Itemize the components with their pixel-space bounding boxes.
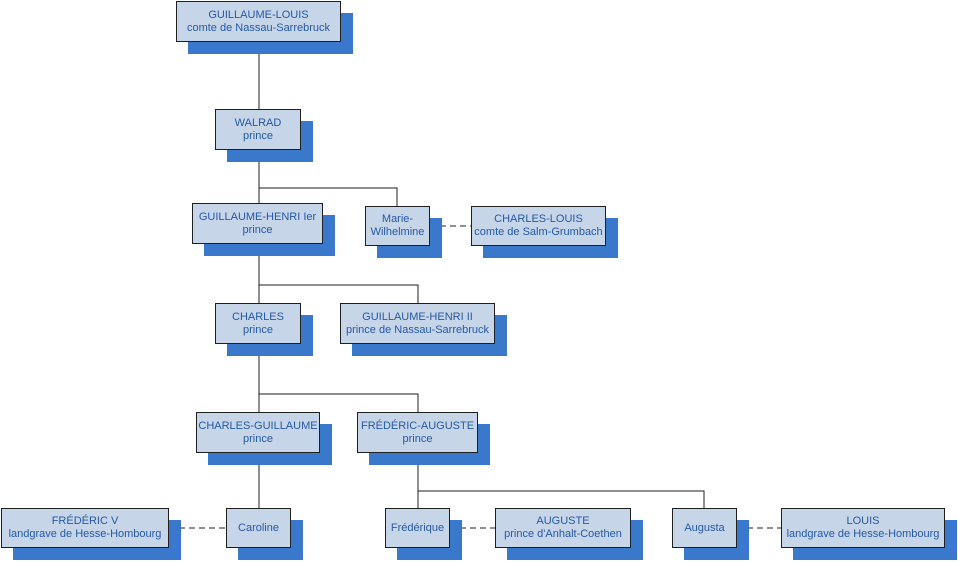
node-title: prince [243,323,273,336]
node-name: Marie- [381,213,414,225]
node-name: AUGUSTE [536,515,590,527]
node-box: GUILLAUME-HENRI II prince de Nassau-Sarr… [340,303,495,344]
node-guillaume-louis: GUILLAUME-LOUIS comte de Nassau-Sarrebru… [176,1,353,54]
node-caroline: Caroline [226,508,303,560]
node-name: GUILLAUME-HENRI II [362,310,473,323]
node-louis: LOUIS landgrave de Hesse-Hombourg [781,508,957,560]
node-name: FRÉDÉRIC V [51,515,119,527]
node-box: Frédérique [385,508,450,548]
node-title: prince [402,432,433,445]
node-marie-wilhelmine: Marie- Wilhelmine [365,206,442,258]
node-box: Augusta [672,508,737,548]
node-box: GUILLAUME-LOUIS comte de Nassau-Sarrebru… [176,1,341,42]
node-title: prince d'Anhalt-Coethen [504,528,622,540]
node-title: comte de Salm-Grumbach [474,226,603,238]
node-name: FRÉDÉRIC-AUGUSTE [360,419,475,432]
node-charles-louis: CHARLES-LOUIS comte de Salm-Grumbach [471,206,618,258]
node-box: CHARLES-GUILLAUME prince [196,412,320,453]
node-title: Wilhelmine [370,226,425,238]
node-title: landgrave de Hesse-Hombourg [8,528,162,540]
node-box: LOUIS landgrave de Hesse-Hombourg [781,508,945,548]
node-name: WALRAD [234,116,282,129]
node-charles-guillaume: CHARLES-GUILLAUME prince [196,412,332,465]
node-name: Caroline [238,521,279,534]
node-box: FRÉDÉRIC V landgrave de Hesse-Hombourg [1,508,169,548]
node-box: WALRAD prince [215,109,301,150]
descent-line [259,393,419,412]
node-name: GUILLAUME-LOUIS [208,8,309,21]
node-name: GUILLAUME-HENRI Ier [198,210,317,223]
node-guillaume-henri-2: GUILLAUME-HENRI II prince de Nassau-Sarr… [340,303,507,356]
node-name: CHARLES-GUILLAUME [198,419,318,432]
node-box: CHARLES-LOUIS comte de Salm-Grumbach [471,206,606,246]
node-box: AUGUSTE prince d'Anhalt-Coethen [495,508,631,548]
node-name: CHARLES [232,310,284,323]
node-title: landgrave de Hesse-Hombourg [786,528,940,540]
node-frederic-v: FRÉDÉRIC V landgrave de Hesse-Hombourg [1,508,181,560]
node-title: prince [243,432,273,445]
node-frederique: Frédérique [385,508,462,560]
node-name: Frédérique [390,521,445,534]
node-frederic-auguste: FRÉDÉRIC-AUGUSTE prince [357,412,490,465]
node-name: LOUIS [846,515,880,527]
node-box: Marie- Wilhelmine [365,206,430,246]
descent-line [259,284,419,303]
node-title: prince [243,129,273,142]
node-guillaume-henri-1: GUILLAUME-HENRI Ier prince [192,203,335,256]
node-auguste: AUGUSTE prince d'Anhalt-Coethen [495,508,643,560]
node-name: CHARLES-LOUIS [494,213,583,225]
node-charles: CHARLES prince [215,303,313,356]
node-box: FRÉDÉRIC-AUGUSTE prince [357,412,478,453]
node-box: CHARLES prince [215,303,301,344]
node-title: prince de Nassau-Sarrebruck [345,323,490,336]
node-title: comte de Nassau-Sarrebruck [186,21,331,34]
node-box: Caroline [226,508,291,548]
node-name: Augusta [684,521,725,534]
node-title: prince [242,223,273,236]
descent-line [259,187,398,206]
descent-line [417,453,705,508]
node-walrad: WALRAD prince [215,109,313,162]
node-box: GUILLAUME-HENRI Ier prince [192,203,323,244]
node-augusta: Augusta [672,508,749,560]
